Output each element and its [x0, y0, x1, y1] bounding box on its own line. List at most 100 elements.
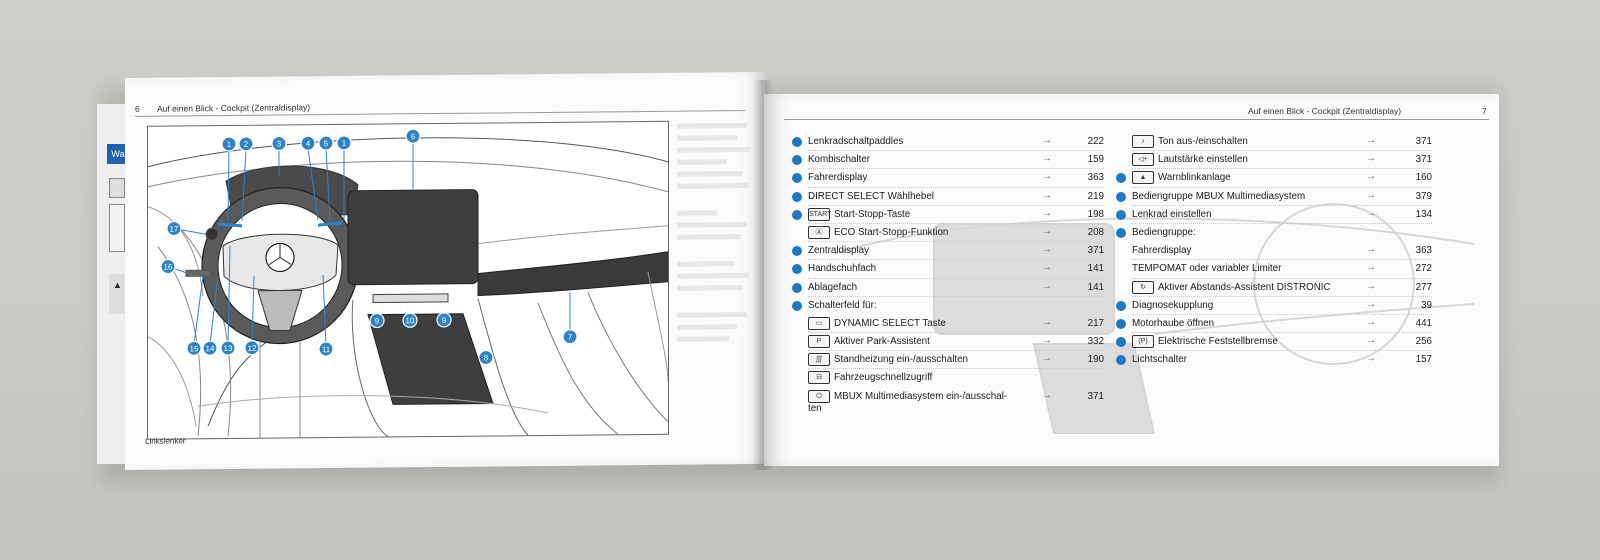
arrow-icon: →: [1042, 389, 1052, 401]
number-bullet: [1116, 173, 1126, 184]
volume-icon: ◁+: [1132, 153, 1154, 167]
page-reference: 379: [1415, 190, 1432, 202]
item-label: Bediengruppe:: [1132, 226, 1196, 238]
list-item: Fahrerdisplay → 363: [1116, 243, 1456, 261]
arrow-icon: →: [1042, 280, 1052, 292]
page-reference: 159: [1087, 154, 1104, 166]
svg-text:17: 17: [170, 224, 179, 233]
arrow-icon: →: [1042, 353, 1052, 365]
number-bullet: [792, 137, 802, 147]
arrow-icon: →: [1042, 207, 1052, 219]
item-label: Ablagefach: [808, 281, 858, 293]
page-reference: 219: [1087, 190, 1104, 202]
number-bullet: [792, 282, 802, 293]
index-list-right: ♪ Ton aus-/einschalten → 371 ◁+ Lautstär…: [1116, 134, 1456, 370]
arrow-icon: →: [1042, 153, 1052, 165]
number-bullet: [1116, 337, 1126, 348]
arrow-icon: →: [1042, 189, 1052, 201]
arrow-icon: →: [1366, 353, 1376, 365]
item-label: Fahrerdisplay: [1132, 245, 1192, 257]
list-item: Lenkrad einstellen → 134: [1116, 207, 1456, 225]
item-label: Zentraldisplay: [808, 245, 869, 257]
page-reference: 160: [1415, 172, 1432, 184]
start-stop-button-icon: START: [808, 207, 831, 221]
list-item: DIRECT SELECT Wählhebel → 219: [792, 189, 1112, 207]
auxiliary-heating-icon: ∭: [808, 353, 830, 367]
page-reference: 256: [1415, 336, 1432, 348]
number-bullet: [1116, 355, 1126, 366]
page-reference: 217: [1087, 317, 1104, 329]
callout-markers: 1 2 3 4 5 1 6 17 16 15 14 13 12 11 9 10 …: [160, 128, 578, 366]
page-reference: 39: [1421, 299, 1432, 311]
page-reference: 198: [1087, 208, 1104, 220]
list-item: ▭ DYNAMIC SELECT Taste → 217: [792, 316, 1112, 334]
item-label: Lautstärke einstellen: [1158, 154, 1248, 166]
list-item: ♪ Ton aus-/einschalten → 371: [1116, 134, 1456, 152]
arrow-icon: →: [1042, 244, 1052, 256]
page-reference: 272: [1415, 263, 1432, 275]
arrow-icon: →: [1042, 171, 1052, 183]
item-label: DIRECT SELECT Wählhebel: [808, 190, 934, 202]
dynamic-select-icon: ▭: [808, 316, 830, 330]
callout-1a: 1: [221, 136, 237, 152]
page-reference: 332: [1087, 336, 1104, 348]
list-item: Lenkradschaltpaddles → 222: [792, 134, 1112, 152]
item-label-continued: ten: [808, 402, 822, 414]
callout-14: 14: [202, 340, 218, 356]
svg-text:7: 7: [568, 333, 573, 342]
page-reference: 157: [1415, 354, 1432, 366]
number-bullet: [1116, 209, 1126, 220]
number-bullet: [792, 155, 802, 166]
number-bullet: [792, 246, 802, 257]
page-reference: 190: [1087, 354, 1104, 366]
item-label: Aktiver Abstands-Assistent DISTRONIC: [1158, 281, 1331, 293]
item-label: Fahrzeugschnellzugriff: [834, 372, 933, 384]
right-page-number: 7: [1482, 106, 1487, 116]
list-item: Bediengruppe:: [1116, 225, 1456, 243]
page-reference: 222: [1087, 136, 1104, 147]
svg-text:1: 1: [342, 139, 347, 148]
right-page-header: Auf einen Blick - Cockpit (Zentraldispla…: [1248, 106, 1402, 116]
callout-11: 11: [318, 341, 334, 357]
svg-text:9: 9: [442, 316, 447, 325]
callout-4: 4: [300, 135, 316, 151]
bleed-through-illustration: [834, 203, 1474, 434]
list-item: Zentraldisplay → 371: [792, 243, 1112, 261]
svg-text:12: 12: [248, 344, 257, 353]
header-rule: [784, 119, 1489, 120]
page-reference: 371: [1087, 245, 1104, 257]
number-bullet: [1116, 191, 1126, 202]
arrow-icon: →: [1366, 280, 1376, 292]
callout-2: 2: [238, 136, 254, 152]
park-assist-icon: P: [808, 335, 830, 349]
page-reference: 441: [1415, 317, 1432, 329]
list-item: START Start-Stopp-Taste → 198: [792, 207, 1112, 225]
svg-text:9: 9: [375, 317, 380, 326]
callout-13: 13: [220, 340, 236, 356]
svg-text:15: 15: [190, 344, 199, 353]
list-item: (P) Elektrische Feststellbremse → 256: [1116, 334, 1456, 352]
number-bullet: [1116, 318, 1126, 329]
arrow-icon: →: [1366, 189, 1376, 201]
list-item: ↻ Aktiver Abstands-Assistent DISTRONIC →…: [1116, 280, 1456, 298]
number-bullet: [792, 264, 802, 275]
item-label: DYNAMIC SELECT Taste: [834, 317, 946, 329]
item-label: Bediengruppe MBUX Multimediasystem: [1132, 190, 1306, 202]
list-item: TEMPOMAT oder variabler Limiter → 272: [1116, 261, 1456, 279]
svg-text:1: 1: [227, 140, 232, 149]
item-label: Handschuhfach: [808, 263, 877, 275]
list-item: ⏻ MBUX Multimediasystem ein-/ausschal- t…: [792, 389, 1112, 415]
svg-text:2: 2: [244, 140, 249, 149]
list-item: Kombischalter → 159: [792, 152, 1112, 170]
item-label: TEMPOMAT oder variabler Limiter: [1132, 263, 1282, 275]
callout-12: 12: [244, 340, 260, 356]
arrow-icon: →: [1366, 262, 1376, 274]
mute-icon: ♪: [1132, 135, 1154, 148]
arrow-icon: →: [1042, 262, 1052, 274]
left-page-footer: Linkslenker: [145, 436, 186, 446]
callout-10: 10: [402, 312, 418, 328]
item-label: ECO Start-Stopp-Funktion: [834, 226, 949, 238]
item-label: Fahrerdisplay: [808, 172, 868, 184]
svg-text:3: 3: [277, 139, 282, 148]
svg-text:11: 11: [322, 345, 331, 354]
